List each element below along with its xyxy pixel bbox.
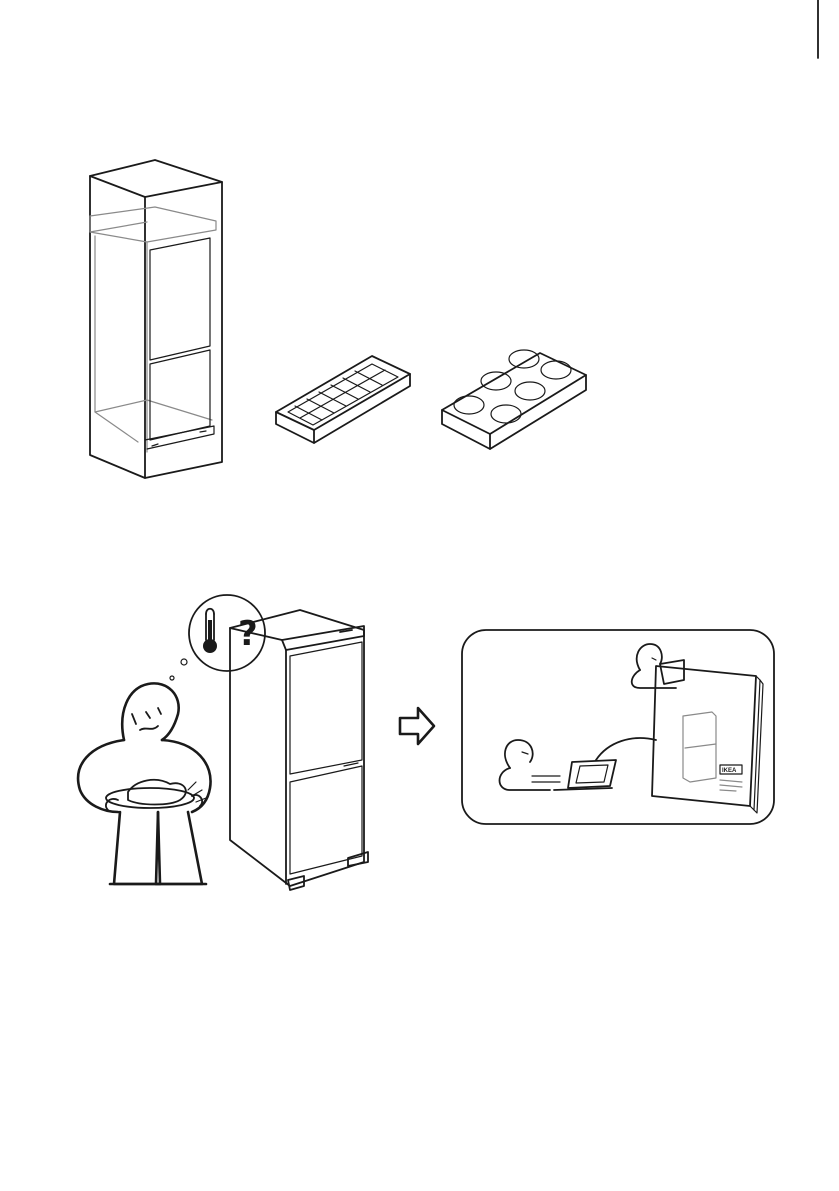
laptop-icon xyxy=(554,760,616,790)
person-at-laptop xyxy=(500,740,561,790)
ikea-logo-text: IKEA xyxy=(722,768,737,774)
